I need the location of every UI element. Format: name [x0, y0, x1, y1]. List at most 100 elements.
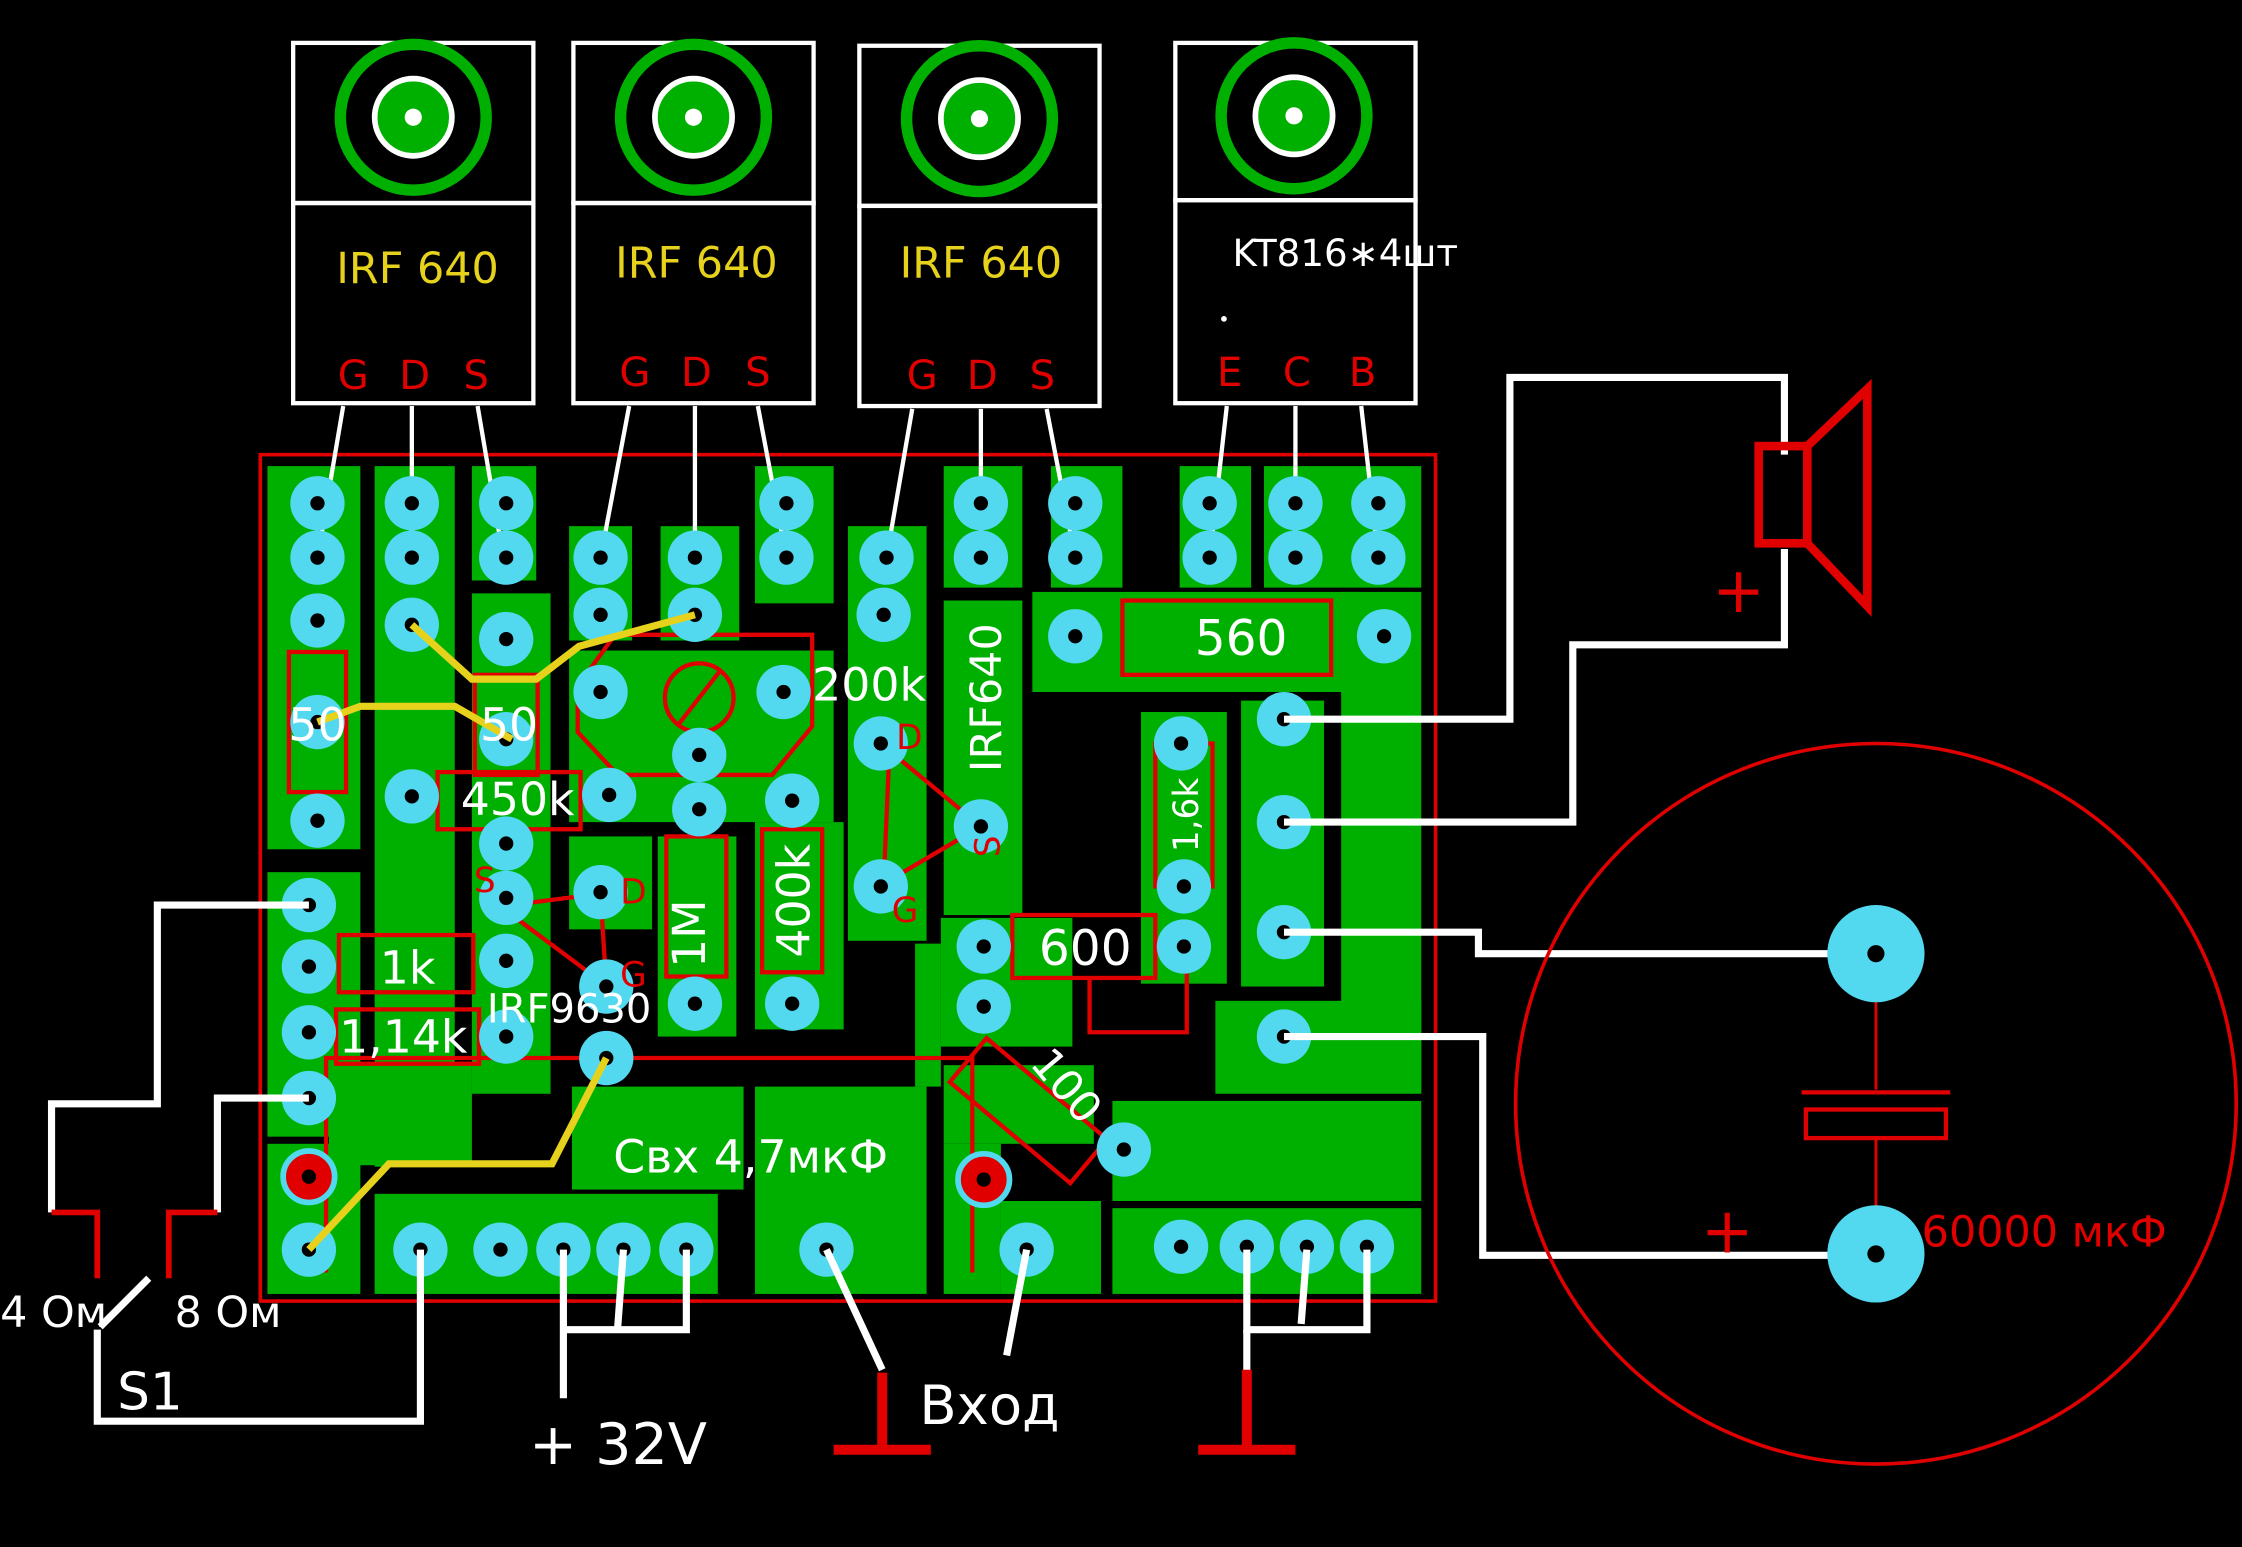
transistor-4-pin-e: E: [1217, 350, 1242, 396]
switch-s1: [51, 1209, 218, 1330]
pad-hole: [593, 550, 608, 565]
pad-hole: [1288, 550, 1303, 565]
pad-hole: [873, 879, 888, 894]
pad-hole: [973, 550, 989, 565]
pad-hole: [1173, 1239, 1189, 1254]
pad-hole: [601, 787, 617, 803]
pad-hole: [1371, 496, 1386, 511]
capacitor-60000: [1513, 741, 2238, 1466]
capacitor-plus-label: +: [1701, 1194, 1754, 1267]
r600-label: 600: [1039, 921, 1132, 977]
transistor-1-pin-d: D: [399, 353, 430, 399]
pad-hole: [310, 496, 325, 511]
pad-hole: [976, 939, 991, 954]
transistor-3: IRF 640 G D S: [857, 40, 1102, 409]
trimmer-200k-label: 200k: [812, 659, 926, 712]
pad-hole: [976, 999, 991, 1014]
r114k-label: 1,14k: [339, 1010, 468, 1063]
pad-hole: [301, 959, 317, 974]
pad-hole: [310, 613, 325, 628]
pad-hole: [785, 996, 800, 1011]
pad-hole: [499, 890, 514, 906]
pad-hole: [692, 747, 707, 763]
pad-hole: [1202, 550, 1217, 565]
pad-hole: [1376, 629, 1392, 644]
pad-hole: [1202, 496, 1217, 511]
r1m-label: 1M: [663, 899, 716, 968]
irf9630-pin-d: D: [620, 873, 646, 913]
pad-hole: [879, 550, 894, 565]
pad-hole: [499, 496, 514, 511]
pad-hole: [599, 979, 614, 994]
pad-hole: [499, 550, 514, 565]
pad-hole: [593, 684, 608, 700]
pad-hole: [593, 885, 608, 900]
r400k-label: 400k: [767, 843, 820, 957]
transistor-4-pin-c: C: [1283, 350, 1311, 396]
pad-hole: [687, 996, 703, 1011]
speaker-icon: [1754, 378, 1872, 617]
jumpers: [306, 611, 696, 1253]
speaker-plus-label: +: [1712, 554, 1765, 627]
pad-hole: [301, 1025, 317, 1040]
irf9630-label: IRF9630: [487, 986, 651, 1032]
capacitor-value-label: 60000 мкФ: [1922, 1208, 2167, 1258]
transistor-1-pin-g: G: [338, 353, 369, 399]
pad-hole: [1068, 629, 1083, 644]
power-label: + 32V: [529, 1412, 707, 1478]
irf640-board-label: IRF640: [962, 623, 1012, 772]
transistor-3-label: IRF 640: [900, 238, 1063, 288]
transistor-2-pin-d: D: [681, 350, 712, 396]
pad-hole: [1371, 550, 1386, 565]
pad-hole: [499, 836, 514, 851]
external-wires: [47, 373, 1876, 1425]
transistor-3-pin-s: S: [1030, 353, 1055, 399]
pad-hole: [493, 1242, 508, 1257]
ground-symbols: [833, 1369, 1296, 1455]
pad-hole: [404, 789, 419, 804]
pad-hole: [1288, 496, 1303, 511]
input-capacitor-label: Cвх 4,7мкФ: [613, 1130, 888, 1183]
r16k-label: 1,6k: [1167, 778, 1207, 853]
transistor-2: IRF 640 G D S: [571, 38, 816, 406]
pad-hole: [873, 736, 888, 751]
irf9630-pin-g: G: [620, 956, 647, 996]
pad-hole: [499, 631, 514, 647]
transistor-1: IRF 640 G D S: [291, 38, 536, 406]
pad-hole: [776, 684, 791, 700]
pad-hole: [692, 802, 707, 817]
r450k-label: 450k: [461, 773, 575, 826]
pad-hole: [973, 819, 989, 834]
irf640-pin-d: D: [896, 718, 922, 758]
transistor-4-pin-b: B: [1349, 350, 1376, 396]
pad-hole: [1239, 1239, 1254, 1254]
pad-hole: [973, 496, 989, 511]
pad-hole: [310, 813, 325, 828]
switch-4ohm-label: 4 Ом: [0, 1288, 107, 1338]
pad-hole: [785, 793, 800, 808]
pad-hole: [687, 550, 703, 565]
transistor-4: KT816∗4шт E C B: [1173, 37, 1459, 406]
transistor-4-label: KT816∗4шт: [1233, 231, 1459, 275]
red-pads: [280, 1148, 1013, 1209]
transistor-3-pin-d: D: [967, 353, 998, 399]
pad-hole: [876, 607, 891, 622]
pad-hole: [310, 550, 325, 565]
transistor-3-pin-g: G: [907, 353, 938, 399]
pad-hole: [1176, 939, 1192, 954]
pad-hole: [779, 496, 794, 511]
transistor-2-pin-g: G: [619, 350, 650, 396]
pad-hole: [1176, 879, 1192, 894]
irf9630-pin-s: S: [474, 861, 496, 901]
irf640-pin-s: S: [968, 836, 1008, 858]
pad-hole: [404, 496, 419, 511]
pad-hole: [1068, 496, 1083, 511]
pad-hole: [779, 550, 794, 565]
irf640-pin-g: G: [892, 891, 919, 931]
switch-label: S1: [117, 1363, 182, 1423]
pad-hole: [499, 1029, 514, 1044]
pad-hole: [499, 953, 514, 968]
r1k-label: 1k: [380, 942, 436, 995]
input-label: Вход: [919, 1374, 1059, 1437]
